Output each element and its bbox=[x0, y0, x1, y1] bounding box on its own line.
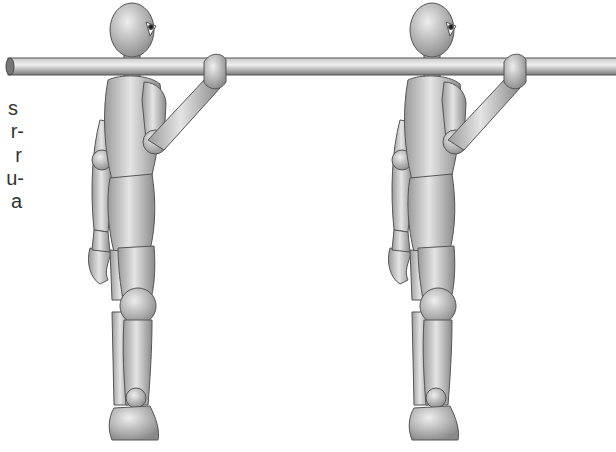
text-fragment: r bbox=[0, 144, 22, 166]
text-fragment: s bbox=[0, 97, 18, 119]
text-fragment: a bbox=[0, 190, 22, 212]
text-fragment: u- bbox=[0, 167, 24, 189]
text-fragment: r- bbox=[0, 120, 24, 142]
